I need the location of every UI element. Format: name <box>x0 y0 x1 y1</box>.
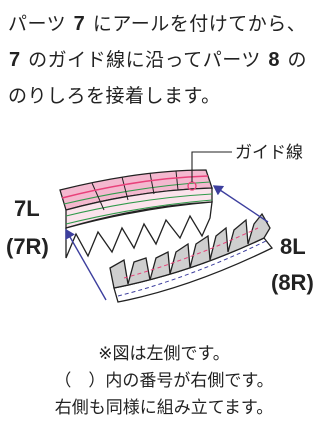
assembly-arrow-left <box>65 228 107 301</box>
part-7-left-label: 7L <box>14 196 40 221</box>
guide-label-connector <box>191 151 232 182</box>
part-7-fold-line <box>91 182 105 211</box>
note-line-1: ※図は左側です。 <box>98 344 230 364</box>
assembly-arrow-right <box>212 185 269 223</box>
part-7-fold-line <box>149 172 155 195</box>
part-7-fold-line <box>121 176 129 201</box>
part-8 <box>109 212 274 303</box>
instructions-text: パーツ 7 にアールを付けてから、 7 のガイド線に沿ってパーツ 8 の のりし… <box>8 6 326 114</box>
instruction-text: パーツ <box>8 13 73 35</box>
assembly-diagram: ガイド線 7L (7R) 8L (8R) <box>6 143 314 303</box>
instruction-line-2: 7 のガイド線に沿ってパーツ 8 の <box>8 42 326 78</box>
part-7 <box>59 169 213 259</box>
part-7-right-label: (7R) <box>6 234 49 259</box>
part-number-8: 8 <box>268 49 280 71</box>
part-7-lower-flaps <box>65 201 213 259</box>
part-number-7: 7 <box>9 49 21 71</box>
note-line-3: 右側も同様に組み立てます。 <box>54 398 274 418</box>
instruction-line-1: パーツ 7 にアールを付けてから、 <box>8 6 326 42</box>
part-8-teeth <box>109 212 271 289</box>
part-number-7: 7 <box>73 13 86 35</box>
instruction-text: にアールを付けてから、 <box>86 13 307 35</box>
part-7-green-line <box>65 199 213 225</box>
guide-label: ガイド線 <box>235 143 303 163</box>
part-7-green-line <box>65 193 213 217</box>
part-8-left-label: 8L <box>280 234 306 259</box>
part-7-fold-line <box>175 170 179 191</box>
instruction-text: の <box>281 49 308 71</box>
part-8-right-label: (8R) <box>271 270 314 295</box>
note-line-2: （ ）内の番号が右側です。 <box>54 371 274 391</box>
part-8-guide-dashed-pink <box>123 227 259 279</box>
notes: ※図は左側です。 （ ）内の番号が右側です。 右側も同様に組み立てます。 <box>0 341 328 422</box>
part-7-green-line <box>63 181 211 205</box>
part-8-guide-dashed <box>117 239 269 297</box>
instruction-line-3: のりしろを接着します。 <box>8 85 221 107</box>
instruction-text: のガイド線に沿ってパーツ <box>21 49 268 71</box>
